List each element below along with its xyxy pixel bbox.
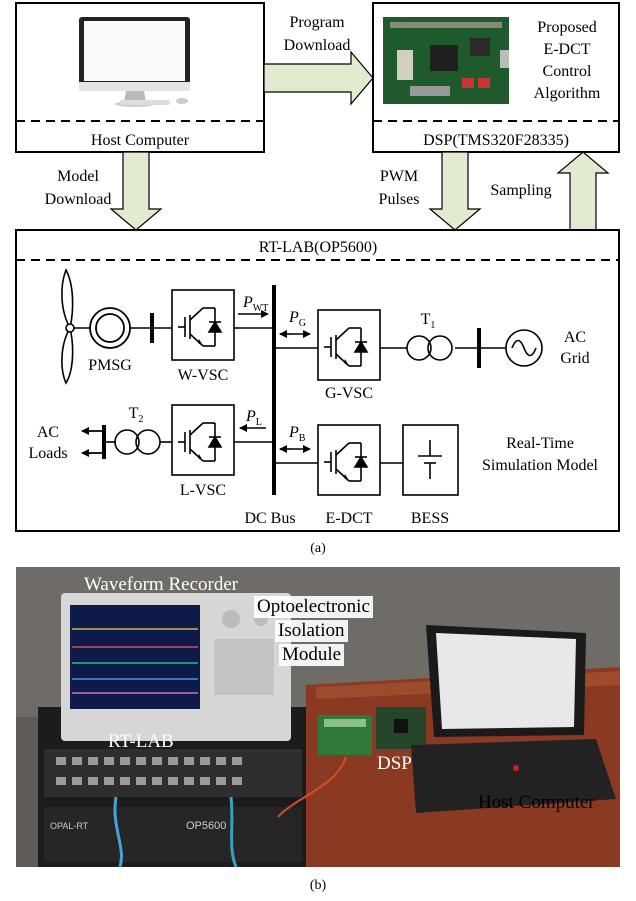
download-label: Download <box>284 37 351 54</box>
rtlab-photo-label: RT-LAB <box>108 731 174 752</box>
isolation-label-2: Isolation <box>275 620 348 642</box>
dc-bus-label: DC Bus <box>244 510 295 527</box>
waveform-recorder-label: Waveform Recorder <box>84 574 239 595</box>
bess-box <box>402 424 459 496</box>
computer-icon <box>79 17 190 107</box>
sampling-arrow <box>556 151 610 231</box>
algorithm-line-3: Control <box>543 63 592 80</box>
t1-label: T1 <box>421 311 436 331</box>
ac-loads-label-2: Loads <box>28 445 67 462</box>
model-download-arrow <box>109 151 163 231</box>
load-arrows <box>81 427 104 457</box>
pulses-label: Pulses <box>379 191 420 208</box>
ac-grid-label-2: Grid <box>560 350 589 367</box>
algorithm-line-2: E-DCT <box>543 41 590 58</box>
model-download-label: Download <box>45 191 112 208</box>
opal-photo-text: OPAL-RT <box>50 821 89 831</box>
dsp-box: Proposed E-DCT Control Algorithm DSP(TMS… <box>372 2 620 153</box>
g-vsc-label: G-VSC <box>325 385 373 402</box>
pwm-pulses-arrow <box>428 151 482 231</box>
caption-b: (b) <box>309 878 327 893</box>
dsp-photo-label: DSP <box>377 753 412 774</box>
algorithm-line-1: Proposed <box>537 19 597 36</box>
program-label: Program <box>289 14 345 31</box>
bess-label: BESS <box>411 510 449 527</box>
wind-turbine-icon <box>61 268 90 385</box>
transformer-t2-icon <box>114 429 161 455</box>
pmsg-label: PMSG <box>88 357 132 374</box>
sampling-label: Sampling <box>490 182 551 199</box>
rtlab-label: RT-LAB(OP5600) <box>259 239 377 256</box>
algorithm-line-4: Algorithm <box>534 85 601 102</box>
host-computer-box: Host Computer <box>15 2 265 153</box>
ac-source-icon <box>505 329 543 367</box>
system-diagram: Host Computer Proposed E-DCT Control Alg… <box>15 2 620 556</box>
e-dct-box <box>317 424 381 496</box>
caption-a: (a) <box>310 541 326 556</box>
dsp-label: DSP(TMS320F28335) <box>423 132 569 149</box>
p-wt-label: PWT <box>242 294 268 314</box>
op5600-photo-text: OP5600 <box>186 820 226 832</box>
model-label: Model <box>57 168 99 185</box>
program-download-arrow <box>263 50 374 106</box>
isolation-label-1: Optoelectronic <box>254 596 373 618</box>
dsp-board-icon <box>383 17 509 104</box>
transformer-t1-icon <box>406 335 453 361</box>
p-g-label: PG <box>288 309 306 329</box>
ac-loads-label-1: AC <box>37 424 59 441</box>
rt-model-label-2: Simulation Model <box>482 457 599 474</box>
l-vsc-label: L-VSC <box>180 482 226 499</box>
lab-setup-photo: OP5600 OPAL-RT <box>16 567 620 867</box>
p-b-label: PB <box>288 424 306 444</box>
power-flow-arrows <box>238 310 311 453</box>
isolation-label-3: Module <box>279 644 345 666</box>
g-vsc-box <box>317 309 381 381</box>
p-l-label: PL <box>245 408 262 428</box>
t2-label: T2 <box>129 405 144 425</box>
pwm-label: PWM <box>380 168 418 185</box>
w-vsc-box <box>171 289 235 361</box>
e-dct-label: E-DCT <box>325 510 372 527</box>
rt-model-label-1: Real-Time <box>506 435 574 452</box>
host-computer-photo-label: Host Computer <box>478 792 595 813</box>
l-vsc-box <box>171 404 235 476</box>
w-vsc-label: W-VSC <box>178 367 229 384</box>
host-computer-label: Host Computer <box>91 132 190 149</box>
ac-grid-label-1: AC <box>564 329 586 346</box>
